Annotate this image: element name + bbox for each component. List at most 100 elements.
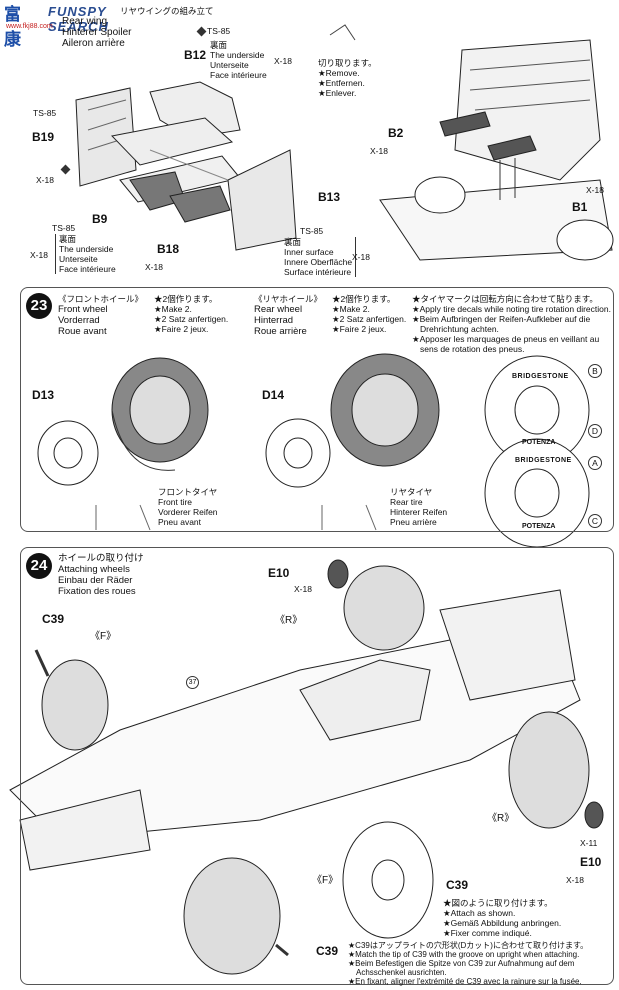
remove-jp: 切り取ります。 [318,58,377,68]
front-wheel-title: 《フロントホイール》 Front wheel Vorderrad Roue av… [58,294,143,337]
underside-jp: 裏面 [210,40,228,50]
part-c39: C39 [316,944,339,958]
step24-car [9,559,604,975]
watermark-url: www.fkj88.com [6,23,53,30]
remove-note: 切り取ります。 ★Remove. ★Entfernen. ★Enlever. [318,58,377,98]
tire-de: Vorderer Reifen [158,507,218,517]
underside-jp: 裏面 [59,234,77,244]
decal-note: ★タイヤマークは回転方向に合わせて貼ります。 ★Apply tire decal… [412,294,611,354]
make-en: ★Make 2. [332,304,370,314]
x11-label: X-11 [580,838,598,848]
note-en: ★Match the tip of C39 with the groove on… [348,950,580,959]
rear-tire-label: リヤタイヤ Rear tire Hinterer Reifen Pneu arr… [390,487,447,527]
title-jp: ホイールの取り付け [58,553,144,564]
inner-jp: 裏面 [284,237,302,247]
rear-marker: 《R》 [275,615,303,626]
title-fr: Roue avant [58,326,107,337]
part-c39: C39 [42,612,65,626]
part-e10: E10 [580,855,602,869]
tire-en: Front tire [158,497,193,507]
tire-fr: Pneu avant [158,517,202,527]
attach-de: ★Gemäß Abbildung anbringen. [443,918,562,928]
title-jp: 《リヤホイール》 [254,294,323,304]
make-jp: ★2個作ります。 [332,294,396,304]
decal-fr-2: sens de rotation des pneus. [420,344,525,354]
ts85-label: TS-85 [33,108,57,118]
x18-label: X-18 [36,175,54,185]
make-fr: ★Faire 2 jeux. [332,324,387,334]
tire-fr: Pneu arrière [390,517,437,527]
x18-label: X-18 [370,146,388,156]
brand-text: BRIDGESTONE [515,457,572,464]
mark-a: A [588,456,602,470]
x18-label: X-18 [566,875,584,885]
brand2-text: POTENZA [522,439,556,446]
title-en: Front wheel [58,304,108,315]
part-d14: D14 [262,388,285,402]
front-marker: 《F》 [90,631,117,642]
step24-title: ホイールの取り付け Attaching wheels Einbau der Rä… [58,553,144,597]
title-line: Aileron arrière [62,38,125,49]
rear-make-note: ★2個作ります。 ★Make 2. ★2 Satz anfertigen. ★F… [332,294,406,334]
step-number-23: 23 [26,293,52,319]
note-de: ★Beim Befestigen die Spitze von C39 zur … [348,959,575,968]
x18-label: X-18 [274,56,292,66]
underside-de: Unterseite [59,254,98,264]
decal-en: ★Apply tire decals while noting tire rot… [412,304,611,314]
inner-en: Inner surface [284,247,334,257]
x18-label: X-18 [30,250,48,260]
decal-de-2: Drehrichtung achten. [420,324,499,334]
mark-c: C [588,514,602,528]
inner-fr: Surface intérieure [284,267,352,277]
title-de: Vorderrad [58,315,100,326]
inner-surface-label: 裏面 Inner surface Innere Oberfläche Surfa… [284,237,357,277]
remove-en: ★Remove. [318,68,360,78]
watermark-en: FUNSPY SEARCH [48,4,109,34]
title-fr: Roue arrière [254,326,307,337]
underside-label-a: 裏面 The underside Unterseite Face intérie… [210,40,267,80]
tire-jp: リヤタイヤ [390,487,433,497]
c39-note: ★C39はアップライトの穴形状(Dカット)に合わせて取り付けます。 ★Match… [348,941,588,986]
brand2-text: POTENZA [522,523,556,530]
remove-fr: ★Enlever. [318,88,357,98]
tire-de: Hinterer Reifen [390,507,448,517]
title-de: Hinterrad [254,315,294,326]
part-e10: E10 [268,566,290,580]
rear-marker: 《R》 [487,813,515,824]
x18-label: X-18 [586,185,604,195]
part-b18: B18 [157,242,180,256]
x18-label: X-18 [294,584,312,594]
rear-wheel-title: 《リヤホイール》 Rear wheel Hinterrad Roue arriè… [254,294,322,337]
underside-fr: Face intérieure [210,70,267,80]
step24-panel [20,547,614,985]
decal-de: ★Beim Aufbringen der Reifen-Aufkleber au… [412,314,591,324]
step23-panel [20,287,614,532]
underside-label-b: 裏面 The underside Unterseite Face intérie… [55,234,116,274]
top-title: Rear wing Hinterer Spoiler Aileron arriè… [62,16,131,49]
note-jp: ★C39はアップライトの穴形状(Dカット)に合わせて取り付けます。 [348,941,589,950]
make-en: ★Make 2. [154,304,192,314]
title-fr: Fixation des roues [58,586,136,597]
attach-en: ★Attach as shown. [443,908,516,918]
watermark-cn: 富康 [4,5,21,49]
title-en: Rear wheel [254,304,303,315]
tire-jp: フロントタイヤ [158,487,218,497]
title-line: Hinterer Spoiler [62,27,132,38]
ts85-label: TS-85 [207,26,231,36]
rear-wing-exploded [75,81,297,251]
top-header-jp: リヤウイングの組み立て [120,6,214,16]
make-de: ★2 Satz anfertigen. [332,314,407,324]
note-de-2: Achsschenkel ausrichten. [356,968,447,977]
front-marker: 《F》 [312,875,339,886]
remove-de: ★Entfernen. [318,78,365,88]
title-en: Attaching wheels [58,564,130,575]
underside-fr: Face intérieure [59,264,116,274]
underside-en: The underside [59,244,114,254]
step-number-24: 24 [26,553,52,579]
brand-text: BRIDGESTONE [512,373,569,380]
ts85-label: TS-85 [52,223,76,233]
front-tire-label: フロントタイヤ Front tire Vorderer Reifen Pneu … [158,487,218,527]
underside-de: Unterseite [210,60,249,70]
ts85-label: TS-85 [300,226,324,236]
